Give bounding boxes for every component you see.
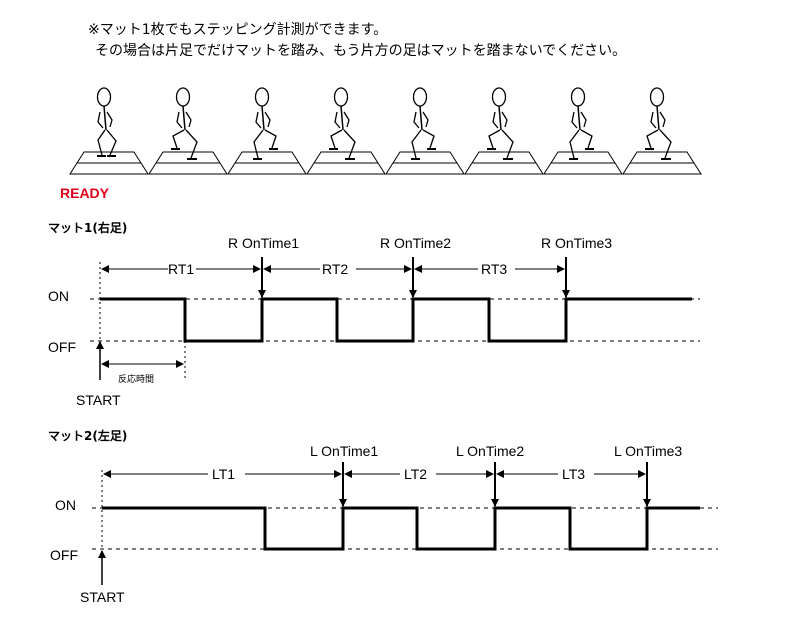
figure-arm [422,111,429,128]
figure-body [103,105,107,131]
floor-mat [148,151,228,175]
figure-head [175,87,191,107]
figure-body [182,105,186,131]
mat1-start-label: START [76,392,121,408]
mat1-rt3-label: RT3 [481,261,507,277]
figure-leg [488,129,501,149]
figure-leg [172,129,185,149]
mat2-timing-chart: マット2(左足) ON OFF LT1 LT2 LT3 L OnTime1 L … [48,428,718,605]
figure-head [570,87,586,107]
figure-leg [569,129,580,159]
figure-arm [413,111,420,129]
mat1-on-label: ON [48,288,69,304]
figure-body [419,105,423,131]
figure-arm [501,111,508,128]
figure-arm [650,111,657,129]
figure-body [261,105,265,131]
figure-leg [646,129,659,149]
mat2-off-label: OFF [50,547,78,563]
floor-mat [385,151,465,175]
floor-mat [69,151,149,175]
mat1-signal-waveform [100,297,692,343]
figure-leg [659,129,672,159]
figure-leg [411,129,422,159]
mat2-lt3-label: LT3 [562,466,585,482]
note-line-2: その場合は片足でだけマットを踏み、もう片方の足はマットを踏まないでください。 [95,43,626,59]
floor-mat [227,151,307,175]
figure-leg [106,129,117,156]
floor-mat [543,151,623,175]
figure-head [649,87,665,107]
figure-head [333,87,349,107]
mat2-ontime3-label: L OnTime3 [614,443,682,459]
figure-arm [264,111,271,128]
figure-leg [422,129,435,149]
figure-arm [571,111,578,129]
stepping-figures [69,87,702,175]
figure-arm [255,111,262,129]
mat1-reaction-label: 反応時間 [118,373,154,385]
figure-arm [176,111,183,129]
mat1-ontime3-label: R OnTime3 [541,235,612,251]
figure-body [577,105,581,131]
floor-mat [464,151,544,175]
mat2-ontime1-label: L OnTime1 [310,443,378,459]
figure-head [96,87,112,107]
figure-arm [97,111,104,129]
mat1-rt1-label: RT1 [168,261,194,277]
mat2-title: マット2(左足) [48,428,127,443]
figure-leg [185,129,198,159]
mat2-start-label: START [80,589,125,605]
figure-arm [492,111,499,129]
note-line-1: ※マット1枚でもステッピング計測ができます。 [88,22,387,38]
figure-head [412,87,428,107]
figure-leg [580,129,593,149]
mat1-title: マット1(右足) [48,220,127,235]
mat1-ontime2-label: R OnTime2 [380,235,451,251]
floor-mat [622,151,702,175]
mat2-signal-waveform [102,506,700,551]
figure-leg [330,129,343,149]
figure-arm [580,111,587,128]
figure-arm [334,111,341,129]
figure-arm [106,111,113,128]
figure-head [254,87,270,107]
figure-arm [185,111,192,128]
figure-body [498,105,502,131]
figure-arm [343,111,350,128]
mat2-ontime2-label: L OnTime2 [456,443,524,459]
figure-leg [97,129,106,156]
figure-leg [253,129,264,159]
mat1-timing-chart: マット1(右足) ON OFF RT1 RT2 RT3 R OnTime1 R … [48,220,700,408]
mat1-off-label: OFF [48,339,76,355]
figure-head [491,87,507,107]
figure-leg [264,129,277,149]
ready-label: READY [60,185,110,201]
mat1-ontime1-label: R OnTime1 [228,235,299,251]
floor-mat [306,151,386,175]
figure-body [656,105,660,131]
figure-arm [659,111,666,128]
figure-leg [343,129,356,159]
mat2-lt1-label: LT1 [212,466,235,482]
figure-body [340,105,344,131]
figure-leg [501,129,514,159]
mat1-rt2-label: RT2 [322,261,348,277]
mat2-lt2-label: LT2 [404,466,427,482]
mat2-on-label: ON [55,497,76,513]
